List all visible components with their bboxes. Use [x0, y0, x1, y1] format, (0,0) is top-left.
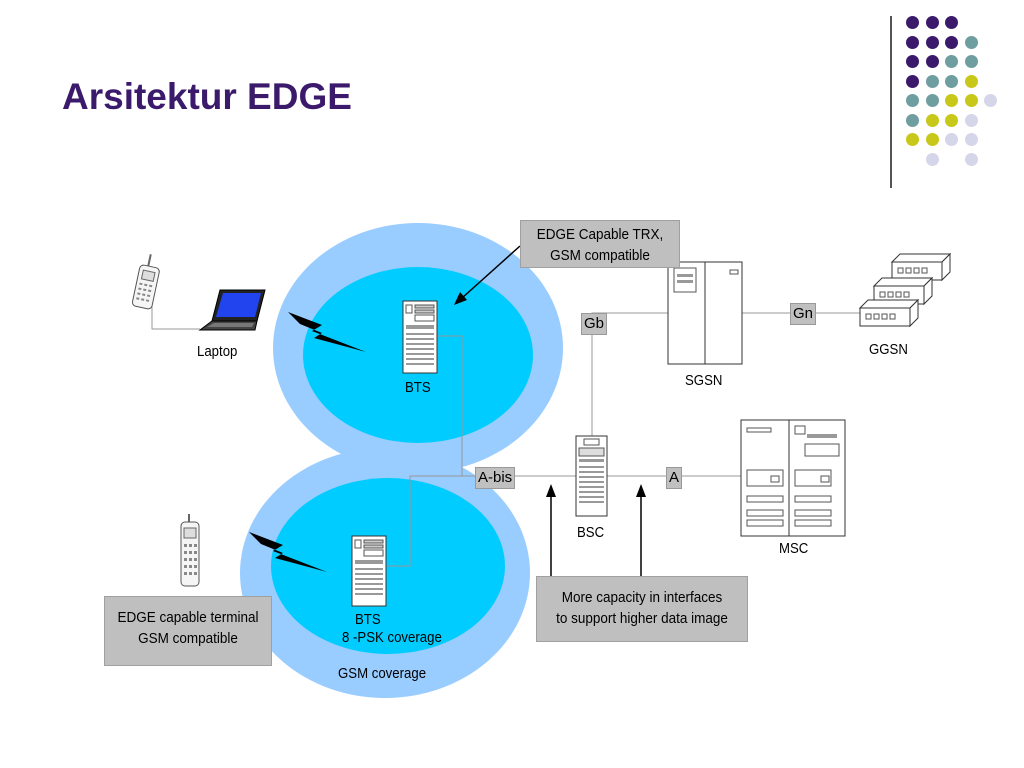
callout-arrows [461, 245, 642, 578]
bts-bottom-label: BTS [355, 611, 381, 628]
arrow-capacity-left-head [546, 484, 556, 497]
decorative-dot [964, 113, 978, 127]
decorative-dot [945, 35, 958, 49]
interface-a-tag: A [666, 467, 683, 489]
msc-server-icon [740, 419, 846, 537]
radio-link-bolt-top [288, 312, 366, 352]
callout-more-capacity-line2: to support higher data image [556, 610, 728, 627]
laptop-label: Laptop [197, 343, 238, 360]
decorative-dot [925, 16, 939, 29]
callout-more-capacity: More capacity in interfaces to support h… [536, 576, 748, 642]
arrow-capacity-right-head [636, 484, 646, 497]
msc-label: MSC [779, 540, 809, 557]
decorative-dot [984, 94, 997, 107]
arrow-trx-head [454, 292, 467, 305]
callout-edge-trx-line2: GSM compatible [550, 247, 650, 264]
bts-tower-icon-top [402, 300, 438, 374]
decorative-dot [906, 35, 919, 49]
decorative-dot [906, 55, 919, 68]
decorative-divider [890, 16, 892, 188]
decorative-dot [925, 113, 939, 127]
decorative-dot [964, 94, 978, 107]
decorative-dot [906, 113, 919, 127]
ggsn-label: GGSN [869, 341, 908, 358]
callout-edge-terminal-line1: EDGE capable terminal [117, 609, 259, 626]
callout-edge-trx: EDGE Capable TRX, GSM compatible [520, 220, 680, 268]
bts-top-label: BTS [405, 379, 431, 396]
mobile-phone-icon-bottom [180, 514, 200, 587]
decorative-dot [906, 94, 919, 107]
callout-more-capacity-line1: More capacity in interfaces [561, 589, 723, 606]
bsc-label: BSC [577, 524, 605, 541]
mobile-phone-icon-top [131, 254, 160, 310]
callout-edge-terminal-line2: GSM compatible [138, 630, 238, 647]
decorative-dot [925, 74, 939, 88]
decorative-dot [925, 94, 939, 107]
decorative-dot [964, 74, 978, 88]
decorative-dot [945, 133, 958, 146]
decorative-dot [964, 152, 978, 166]
decorative-dot [964, 133, 978, 146]
laptop-icon [198, 289, 266, 331]
interface-gb-tag: Gb [581, 313, 608, 335]
bsc-server-icon [575, 435, 608, 517]
sgsn-label: SGSN [685, 372, 723, 389]
ggsn-router-icon [858, 252, 952, 328]
callout-edge-terminal: EDGE capable terminal GSM compatible [104, 596, 272, 666]
interface-gn-tag: Gn [790, 303, 817, 325]
link-phone-laptop [151, 303, 200, 330]
slide-title: Arsitektur EDGE [62, 76, 352, 117]
interface-abis-tag: A-bis [475, 467, 516, 489]
decorative-dot [964, 55, 978, 68]
decorative-dot [925, 152, 939, 166]
decorative-dot [906, 133, 919, 146]
decorative-dot [945, 16, 958, 29]
sgsn-server-icon [667, 261, 743, 365]
decorative-dot [906, 74, 919, 88]
decorative-dot [925, 35, 939, 49]
decorative-dot [945, 74, 958, 88]
radio-link-bolt-bottom [249, 532, 327, 572]
decorative-dot [925, 55, 939, 68]
bts-tower-icon-bottom [351, 535, 387, 607]
decorative-dot [945, 55, 958, 68]
decorative-dot [964, 35, 978, 49]
arrow-trx [461, 245, 521, 299]
callout-edge-trx-line1: EDGE Capable TRX, [536, 226, 664, 243]
decorative-dot [925, 133, 939, 146]
link-bts-bottom-bsc [386, 475, 462, 567]
decorative-dot [945, 94, 958, 107]
decorative-dot-grid [906, 16, 1006, 166]
gsm-coverage-label: GSM coverage [338, 665, 427, 682]
decorative-dot [906, 16, 919, 29]
link-bts-top-bsc [437, 335, 589, 477]
decorative-dot [945, 113, 958, 127]
connection-lines [151, 303, 862, 567]
psk-coverage-label: 8 -PSK coverage [342, 629, 442, 646]
